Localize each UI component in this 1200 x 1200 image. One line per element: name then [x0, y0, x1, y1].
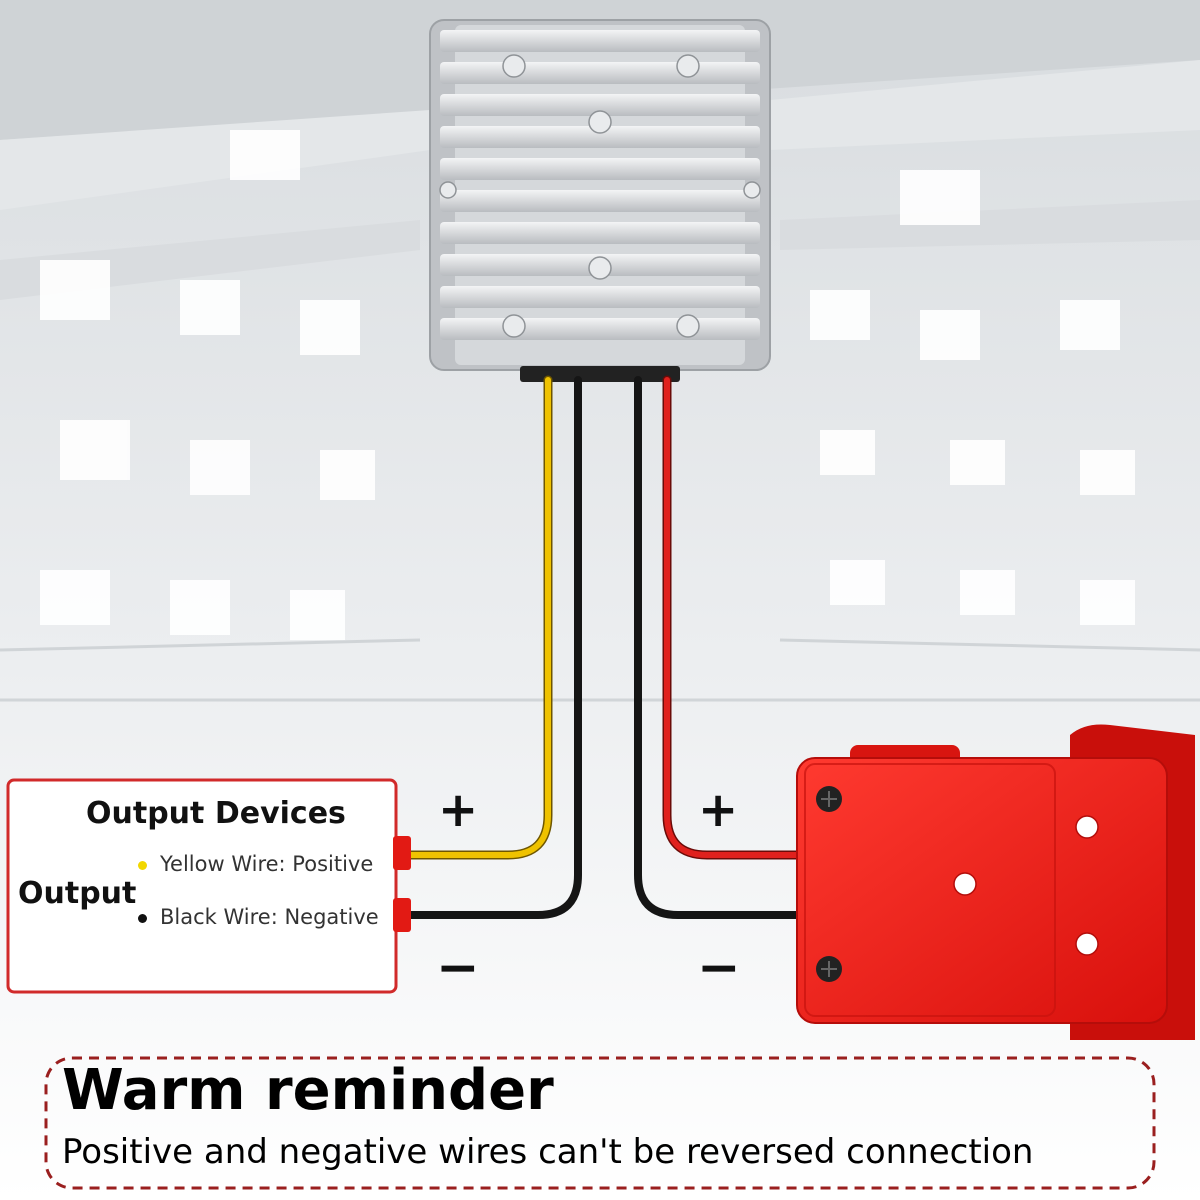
black-wire-legend: Black Wire: Negative [160, 905, 379, 929]
left-minus-sign: − [436, 938, 480, 998]
converter-screws [439, 54, 761, 338]
battery-adapter [796, 724, 1195, 1040]
reminder-frame [44, 1056, 1156, 1190]
reminder-body: Positive and negative wires can't be rev… [62, 1132, 1034, 1172]
reminder-title: Warm reminder [62, 1058, 554, 1123]
adapter-screws [816, 786, 842, 982]
left-plus-sign: + [438, 782, 479, 838]
right-minus-sign: − [697, 938, 741, 998]
yellow-wire-legend: Yellow Wire: Positive [160, 852, 374, 876]
wires [405, 375, 805, 919]
left-black-wire [406, 376, 582, 919]
adapter-holes [953, 815, 1099, 956]
dc-converter [429, 19, 771, 382]
yellow-dot [138, 861, 147, 870]
output-devices-box [6, 778, 411, 994]
output-devices-title: Output Devices [86, 796, 346, 831]
right-black-wire [634, 376, 804, 919]
black-dot [138, 914, 147, 923]
right-plus-sign: + [698, 782, 739, 838]
output-label: Output [18, 876, 137, 911]
